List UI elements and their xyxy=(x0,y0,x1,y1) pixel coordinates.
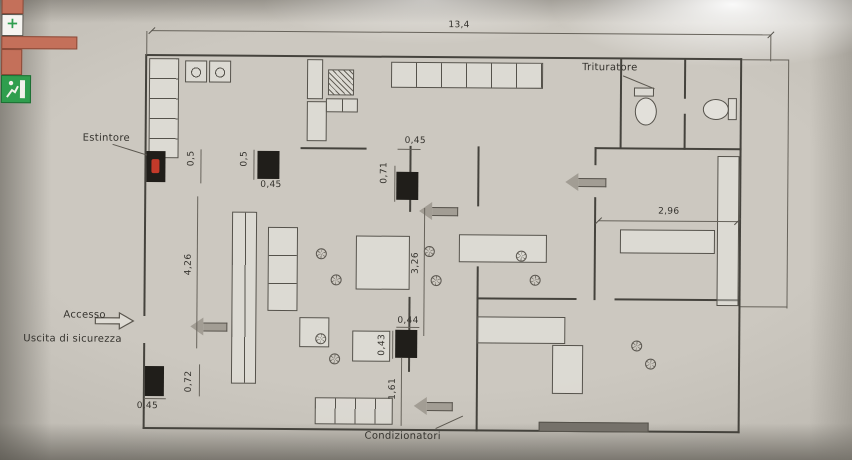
direction-arrow-icon xyxy=(426,402,453,412)
wall-right-room-lower xyxy=(593,197,597,301)
chair-icon xyxy=(631,340,643,352)
dim-overall-ext-right xyxy=(770,35,772,62)
ac-unit-vertical xyxy=(1,49,23,76)
equipment-small-units xyxy=(325,98,358,113)
extinguisher-icon xyxy=(151,159,160,174)
shelf-unit-left xyxy=(148,58,180,159)
desk-l-horizontal xyxy=(477,316,566,344)
wall-mid-horizontal-left xyxy=(476,297,577,301)
wall-bathroom-divider-upper xyxy=(683,58,687,99)
dim-door-shelf-h: 0,5 xyxy=(239,150,250,167)
dim-bottom-bench-span: 1,61 xyxy=(387,377,398,400)
exit-sign xyxy=(0,75,32,104)
workbench-bottom xyxy=(314,397,393,425)
dim-right-room-line xyxy=(598,220,739,223)
equipment-hatched-unit xyxy=(327,69,355,96)
access-arrow-icon xyxy=(93,310,135,336)
direction-arrow-icon xyxy=(203,322,228,332)
door-bottom-left xyxy=(144,366,165,397)
label-condizionatori: Condizionatori xyxy=(364,430,441,443)
label-accesso: Accesso xyxy=(63,309,106,321)
sink-icon xyxy=(209,60,232,83)
dim-door-mid-top-w: 0,45 xyxy=(404,135,426,146)
dim-door-left-top-h: 0,5 xyxy=(186,150,197,167)
wall-outer-left-upper xyxy=(143,54,148,317)
dim-right-line xyxy=(786,60,790,309)
dim-overall-width: 13,4 xyxy=(448,20,470,31)
table-right xyxy=(458,234,547,263)
shelf-mid-center xyxy=(267,226,299,312)
label-uscita-di-sicurezza: Uscita di sicurezza xyxy=(23,333,122,345)
chair-icon xyxy=(329,353,341,365)
door-mid-bottom xyxy=(395,329,418,358)
wall-bathroom-bottom xyxy=(594,147,742,151)
door-shelf xyxy=(257,150,280,179)
wall-center-upper xyxy=(477,146,480,207)
dim-right-room-width: 2,96 xyxy=(658,206,680,217)
dim-overall-line xyxy=(151,30,772,36)
equipment-cabinet xyxy=(306,59,324,100)
table-small-a xyxy=(299,317,330,348)
equipment-lower-cabinet xyxy=(306,101,327,142)
leader-estintore xyxy=(112,143,148,156)
dim-door-mid-top-w-line xyxy=(397,148,421,150)
bench-right-room xyxy=(619,229,716,255)
desk-right-wall xyxy=(716,156,740,307)
dim-door-bottom-left-h: 0,72 xyxy=(183,370,195,393)
dim-door-mid-bottom-w-line xyxy=(396,326,420,328)
chair-icon xyxy=(430,275,442,287)
workbench-top xyxy=(390,61,544,89)
chair-icon xyxy=(529,274,541,286)
toilet-tank-icon xyxy=(633,87,654,97)
first-aid-box-icon: + xyxy=(1,14,24,37)
chair-icon xyxy=(315,248,327,260)
desk-l-vertical xyxy=(551,344,584,395)
toilet-icon xyxy=(702,98,729,121)
table-center xyxy=(355,235,410,290)
wall-outer-top xyxy=(146,54,743,61)
leader-condizionatori xyxy=(435,415,464,430)
running-man-icon xyxy=(6,80,26,99)
ac-unit-strip xyxy=(1,36,78,50)
chair-icon xyxy=(515,250,527,262)
shelf-tall-center xyxy=(230,211,258,384)
dim-door-mid-bottom-w: 0,44 xyxy=(397,315,419,326)
dim-door-mid-bottom-line xyxy=(392,330,394,359)
toilet-tank-icon xyxy=(727,98,737,121)
toilet-icon xyxy=(634,97,657,126)
dim-door-bottom-left-w-line xyxy=(143,398,166,400)
wall-equipment-bottom xyxy=(300,147,367,150)
dim-door-bottom-left-line xyxy=(198,364,201,397)
dim-door-mid-top-h: 0,71 xyxy=(379,161,390,184)
dim-door-shelf-line xyxy=(253,149,255,180)
dim-door-mid-bottom-h: 0,43 xyxy=(377,333,388,356)
chair-icon xyxy=(423,245,435,258)
wall-right-room-upper xyxy=(594,147,597,166)
door-mid-top xyxy=(396,171,419,200)
label-trituratore: Trituratore xyxy=(582,62,638,74)
dim-center-span: 3,26 xyxy=(410,251,421,275)
trituratore-unit xyxy=(1,0,24,15)
chair-icon xyxy=(330,274,342,286)
dim-right-ext-bottom xyxy=(740,306,788,308)
chair-icon xyxy=(315,333,327,345)
dim-bottom-bench-line xyxy=(400,357,403,426)
chair-icon xyxy=(645,358,657,370)
direction-arrow-icon xyxy=(432,207,459,217)
dim-door-shelf-w: 0,45 xyxy=(260,179,282,190)
dim-right-ext-top xyxy=(742,59,790,61)
dim-overall-ext-left xyxy=(146,31,148,56)
bench-dark-bottom-right xyxy=(538,421,649,433)
label-estintore: Estintore xyxy=(82,132,131,144)
dim-left-span: 4,26 xyxy=(183,253,194,276)
dim-door-bottom-left-w: 0,45 xyxy=(136,400,159,412)
wall-outer-bottom xyxy=(142,427,740,434)
wall-center-lower xyxy=(476,266,479,300)
sink-icon xyxy=(185,60,208,83)
dim-center-span-line xyxy=(423,207,426,336)
dim-door-left-top-line xyxy=(200,149,202,184)
direction-arrow-icon xyxy=(578,178,607,188)
wall-bathroom-divider-lower xyxy=(683,113,686,150)
